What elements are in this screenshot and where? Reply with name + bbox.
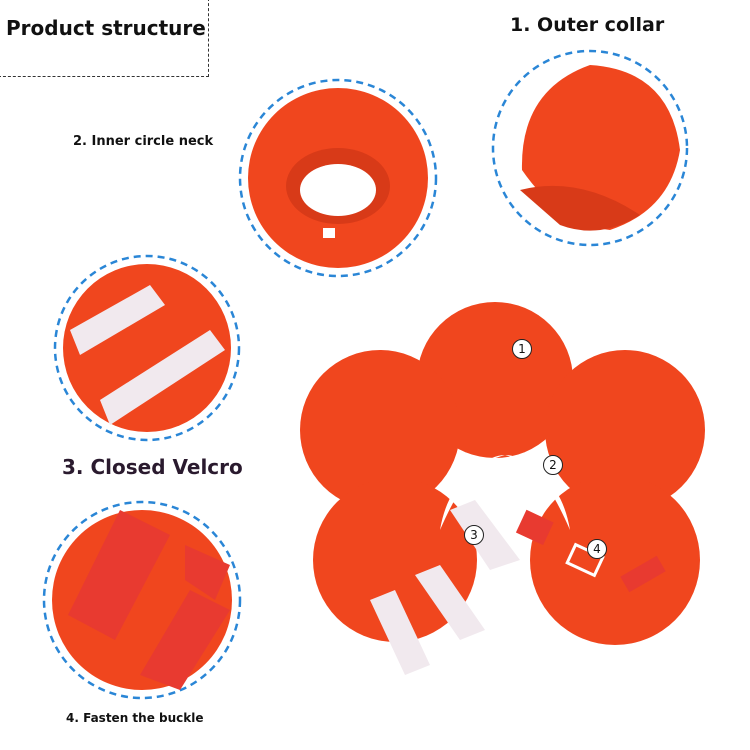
- marker-3: 3: [464, 525, 484, 545]
- label-closed-velcro: 3. Closed Velcro: [62, 455, 243, 479]
- detail-inner-circle-neck: [238, 78, 438, 278]
- marker-2: 2: [543, 455, 563, 475]
- label-outer-collar: 1. Outer collar: [510, 14, 665, 36]
- title-box: [0, 0, 209, 77]
- page-title: Product structure: [6, 16, 206, 40]
- detail-closed-velcro: [53, 254, 241, 442]
- label-inner-circle-neck: 2. Inner circle neck: [73, 134, 214, 149]
- label-fasten-buckle: 4. Fasten the buckle: [66, 711, 204, 725]
- main-product-collar: [300, 302, 705, 675]
- marker-4: 4: [587, 539, 607, 559]
- detail-outer-collar: [491, 49, 689, 247]
- detail-fasten-buckle: [42, 500, 242, 700]
- marker-1: 1: [512, 339, 532, 359]
